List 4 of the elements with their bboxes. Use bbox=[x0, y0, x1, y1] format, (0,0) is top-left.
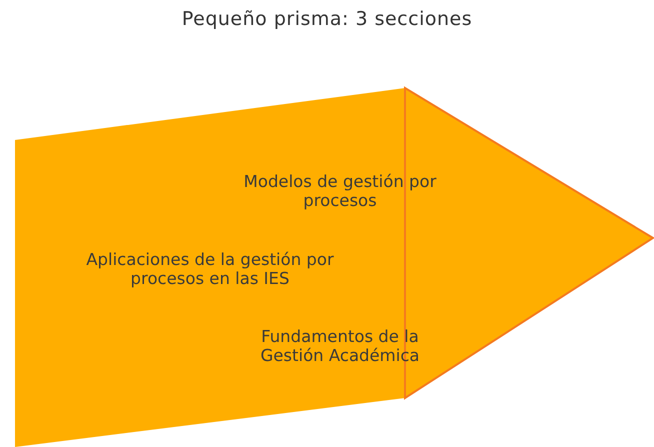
section-label: Fundamentos de la Gestión Académica bbox=[259, 327, 421, 365]
section-label: Modelos de gestión por procesos bbox=[242, 172, 438, 210]
diagram-title: Pequeño prisma: 3 secciones bbox=[180, 8, 474, 30]
section-label: Aplicaciones de la gestión por procesos en las IES bbox=[85, 250, 335, 288]
